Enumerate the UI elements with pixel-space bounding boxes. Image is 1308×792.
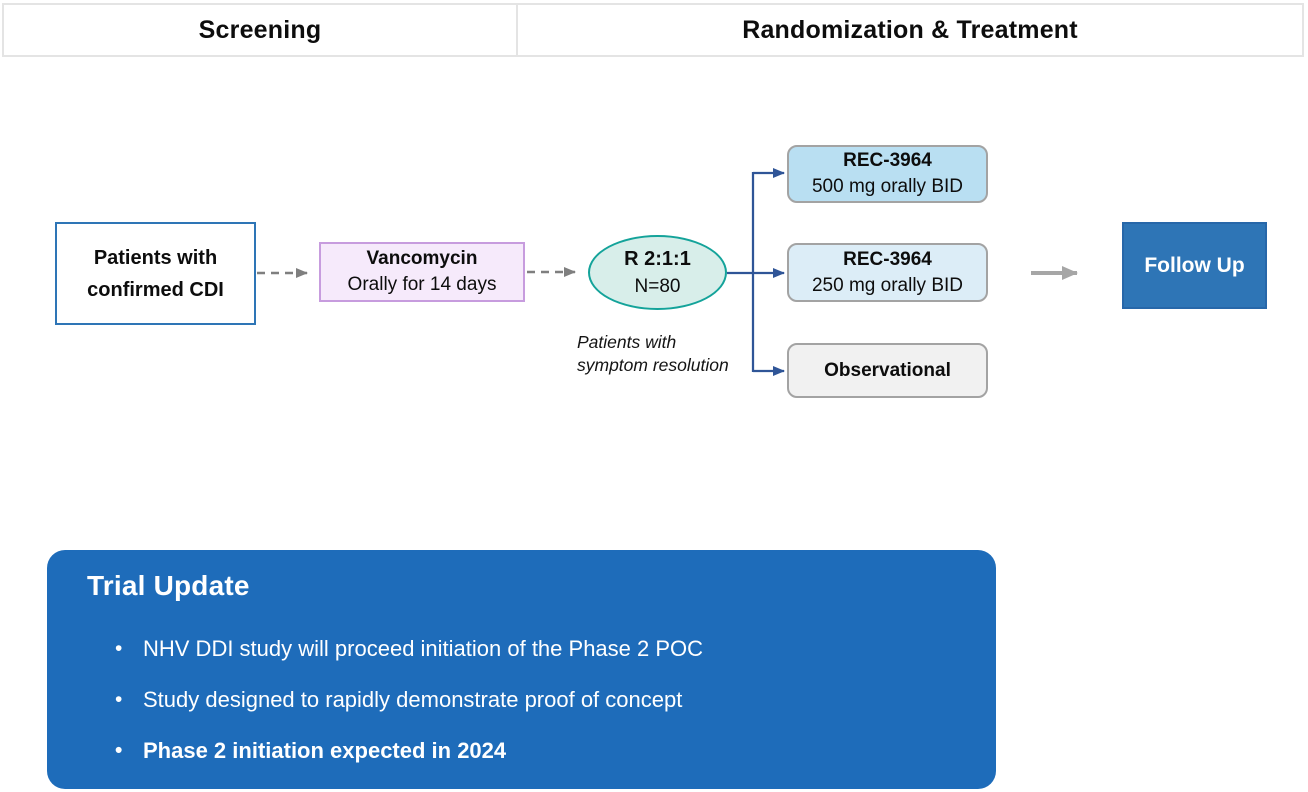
vancomycin-subtitle: Orally for 14 days — [347, 274, 497, 295]
patients-box: Patients with confirmed CDI — [55, 222, 256, 325]
trial-update-panel: Trial Update NHV DDI study will proceed … — [47, 550, 996, 789]
symptom-note-line2: symptom resolution — [577, 355, 729, 375]
symptom-resolution-note: Patients with symptom resolution — [577, 331, 767, 377]
trial-update-title: Trial Update — [87, 570, 250, 601]
vancomycin-title: Vancomycin — [366, 248, 478, 269]
arm-box-observational: Observational — [787, 343, 988, 398]
trial-update-bullet: Phase 2 initiation expected in 2024 — [115, 736, 966, 766]
trial-update-bullet-text: Phase 2 initiation expected in 2024 — [143, 738, 507, 763]
arm-500-title: REC-3964 — [843, 150, 932, 171]
trial-update-bullet: NHV DDI study will proceed initiation of… — [115, 634, 966, 664]
trial-update-bullet-text: NHV DDI study will proceed initiation of… — [143, 636, 704, 661]
arm-500-subtitle: 500 mg orally BID — [811, 176, 963, 197]
phase-cell-screening: Screening — [4, 5, 518, 55]
trial-update-bullet-list: NHV DDI study will proceed initiation of… — [115, 634, 966, 787]
patients-box-line1: Patients with — [93, 246, 218, 269]
phase-label-randomization-treatment: Randomization & Treatment — [742, 15, 1078, 44]
randomization-ratio: R 2:1:1 — [624, 247, 691, 270]
patients-box-line2: confirmed CDI — [87, 278, 224, 301]
phase-header: Screening Randomization & Treatment — [2, 3, 1304, 57]
trial-update-bullet: Study designed to rapidly demonstrate pr… — [115, 685, 966, 715]
arm-250-subtitle: 250 mg orally BID — [811, 274, 963, 296]
arm-250-title: REC-3964 — [843, 248, 932, 270]
arm-box-500: REC-3964 500 mg orally BID — [787, 145, 988, 203]
followup-label: Follow Up — [1144, 253, 1245, 277]
arm-box-250: REC-3964 250 mg orally BID — [787, 243, 988, 302]
vancomycin-box: Vancomycin Orally for 14 days — [319, 242, 525, 302]
trial-update-bullet-text: Study designed to rapidly demonstrate pr… — [143, 687, 683, 712]
followup-box: Follow Up — [1122, 222, 1267, 309]
arm-observational-title: Observational — [824, 359, 951, 381]
phase-cell-randomization-treatment: Randomization & Treatment — [518, 5, 1302, 55]
randomization-ellipse: R 2:1:1 N=80 — [588, 235, 727, 310]
randomization-n: N=80 — [634, 275, 681, 297]
phase-label-screening: Screening — [198, 15, 322, 44]
symptom-note-line1: Patients with — [577, 332, 677, 352]
